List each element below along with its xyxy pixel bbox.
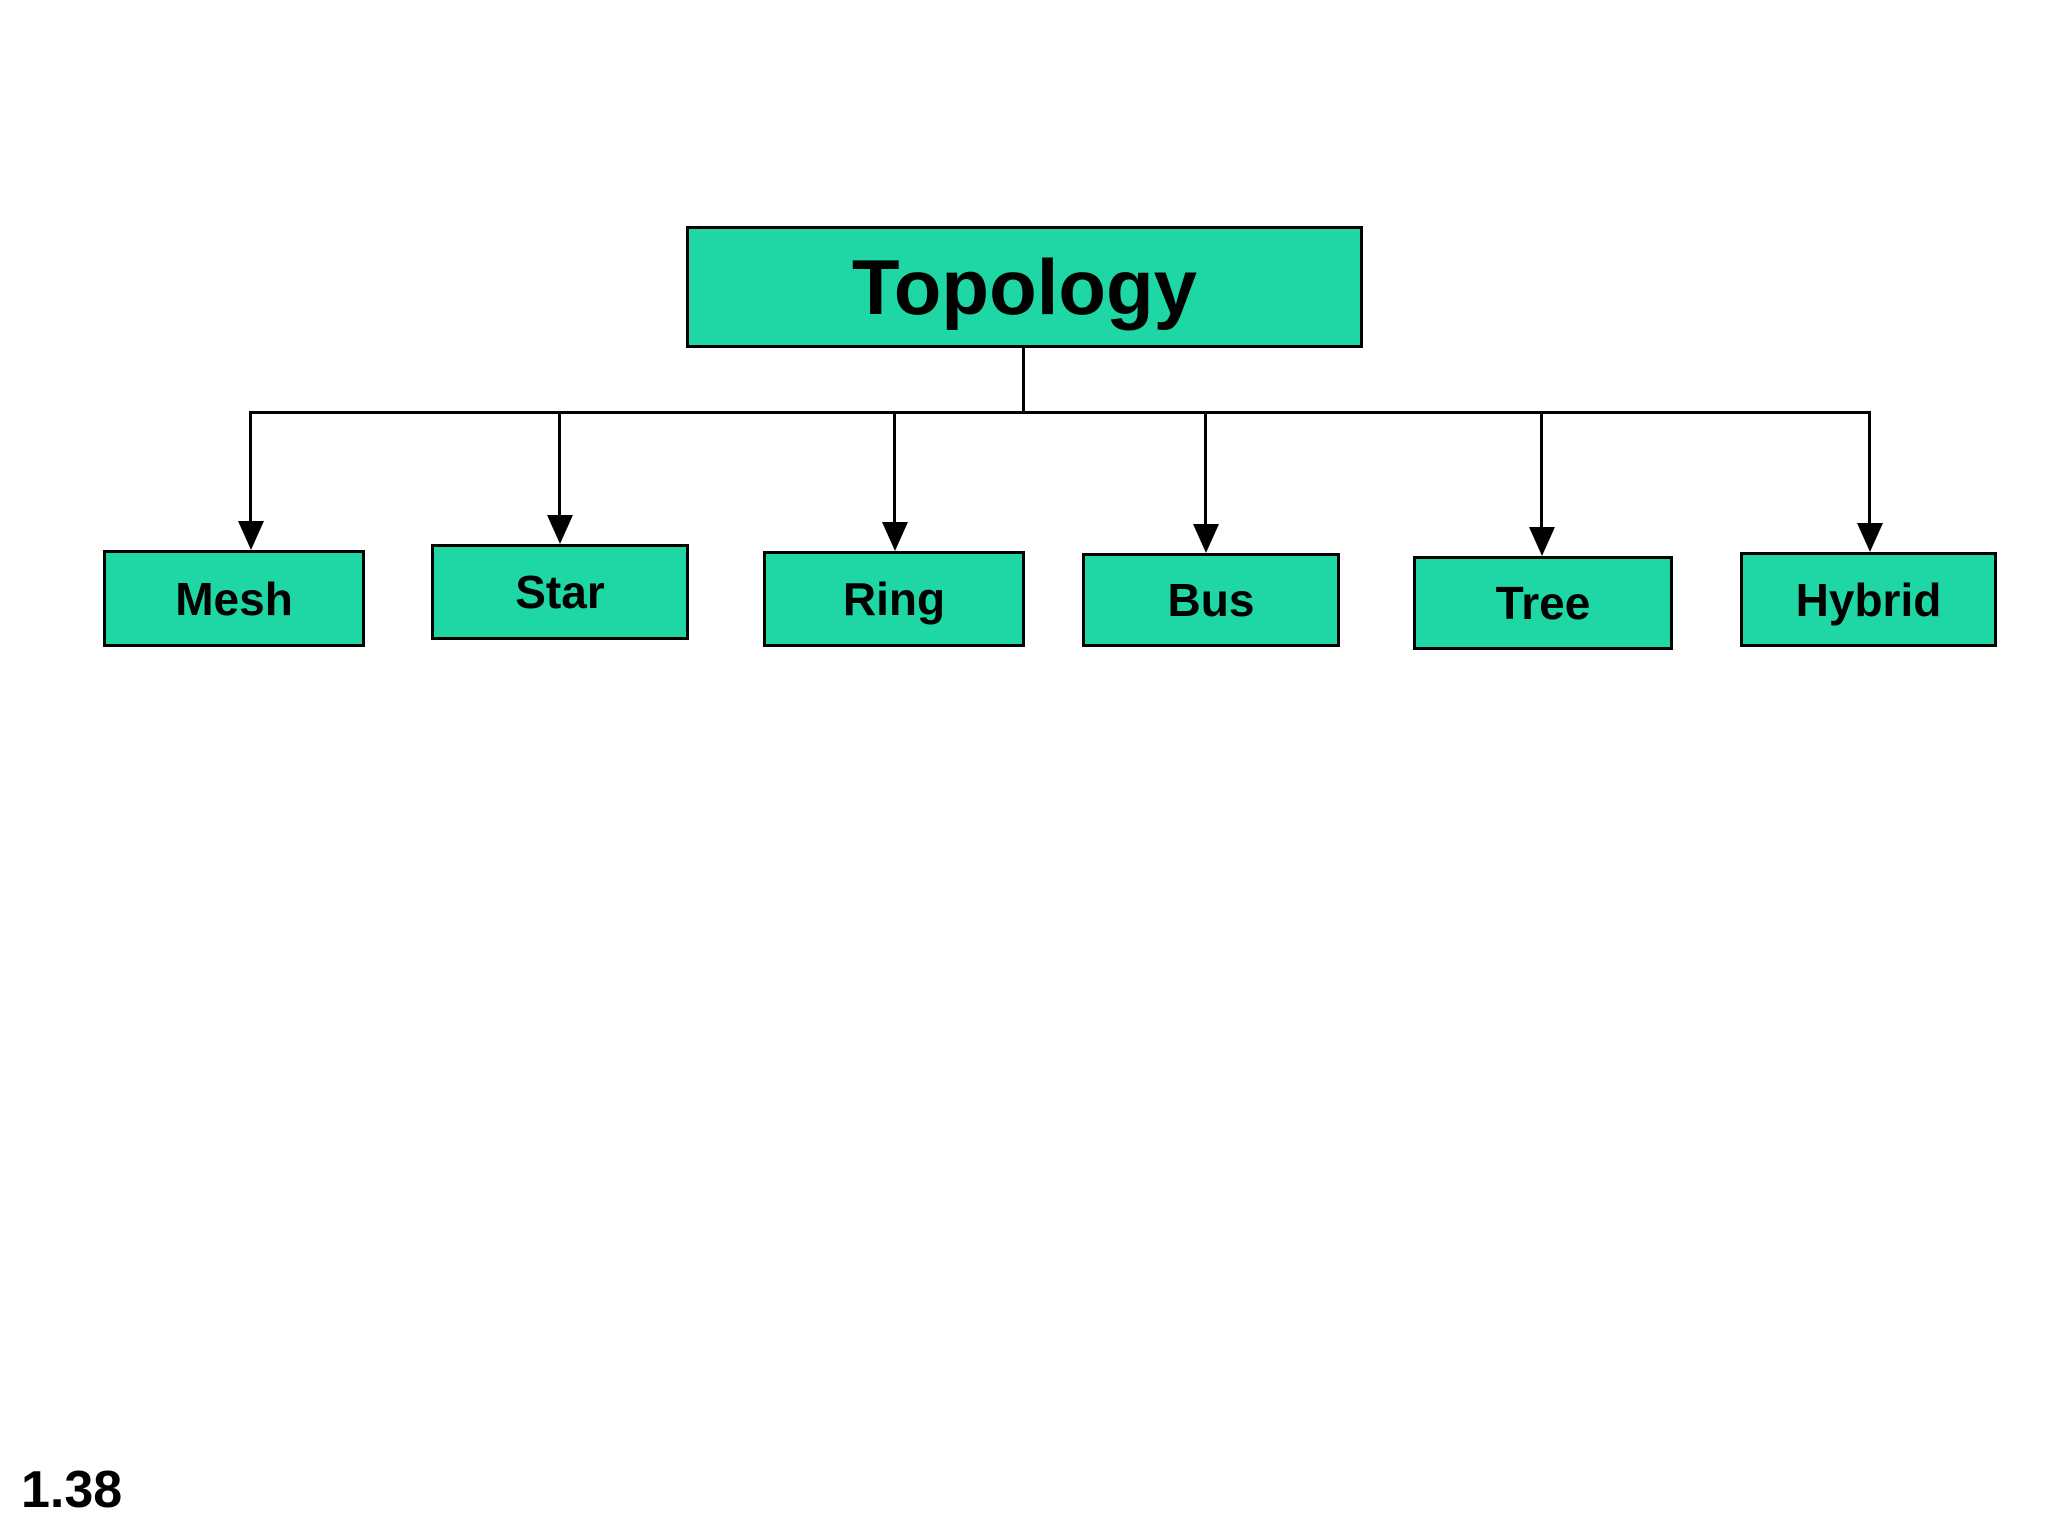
node-hybrid-label: Hybrid xyxy=(1795,573,1942,626)
arrow-down-icon-tree xyxy=(1529,527,1555,556)
connector-drop-star xyxy=(558,411,561,515)
arrow-down-icon-hybrid xyxy=(1857,523,1883,552)
connector-drop-mesh xyxy=(249,411,252,521)
node-mesh: Mesh xyxy=(103,550,365,647)
node-bus: Bus xyxy=(1082,553,1340,647)
node-mesh-label: Mesh xyxy=(175,572,293,625)
connector-root-stub xyxy=(1022,348,1025,414)
arrow-down-icon-star xyxy=(547,515,573,544)
node-tree-label: Tree xyxy=(1495,577,1591,629)
arrow-down-icon-ring xyxy=(882,522,908,551)
connector-horizontal-rail xyxy=(249,411,1871,414)
node-tree: Tree xyxy=(1413,556,1673,650)
arrow-down-icon-mesh xyxy=(238,521,264,550)
figure-number: 1.38 xyxy=(21,1461,123,1519)
node-topology-label: Topology xyxy=(851,242,1198,331)
connector-drop-tree xyxy=(1540,411,1543,527)
node-hybrid: Hybrid xyxy=(1740,552,1997,647)
connector-drop-ring xyxy=(893,411,896,522)
node-star: Star xyxy=(431,544,689,640)
node-topology: Topology xyxy=(686,226,1363,348)
connector-drop-bus xyxy=(1204,411,1207,524)
arrow-down-icon-bus xyxy=(1193,524,1219,553)
node-star-label: Star xyxy=(515,566,605,618)
node-bus-label: Bus xyxy=(1167,574,1255,626)
node-ring: Ring xyxy=(763,551,1025,647)
node-ring-label: Ring xyxy=(842,573,946,625)
connector-drop-hybrid xyxy=(1868,411,1871,523)
